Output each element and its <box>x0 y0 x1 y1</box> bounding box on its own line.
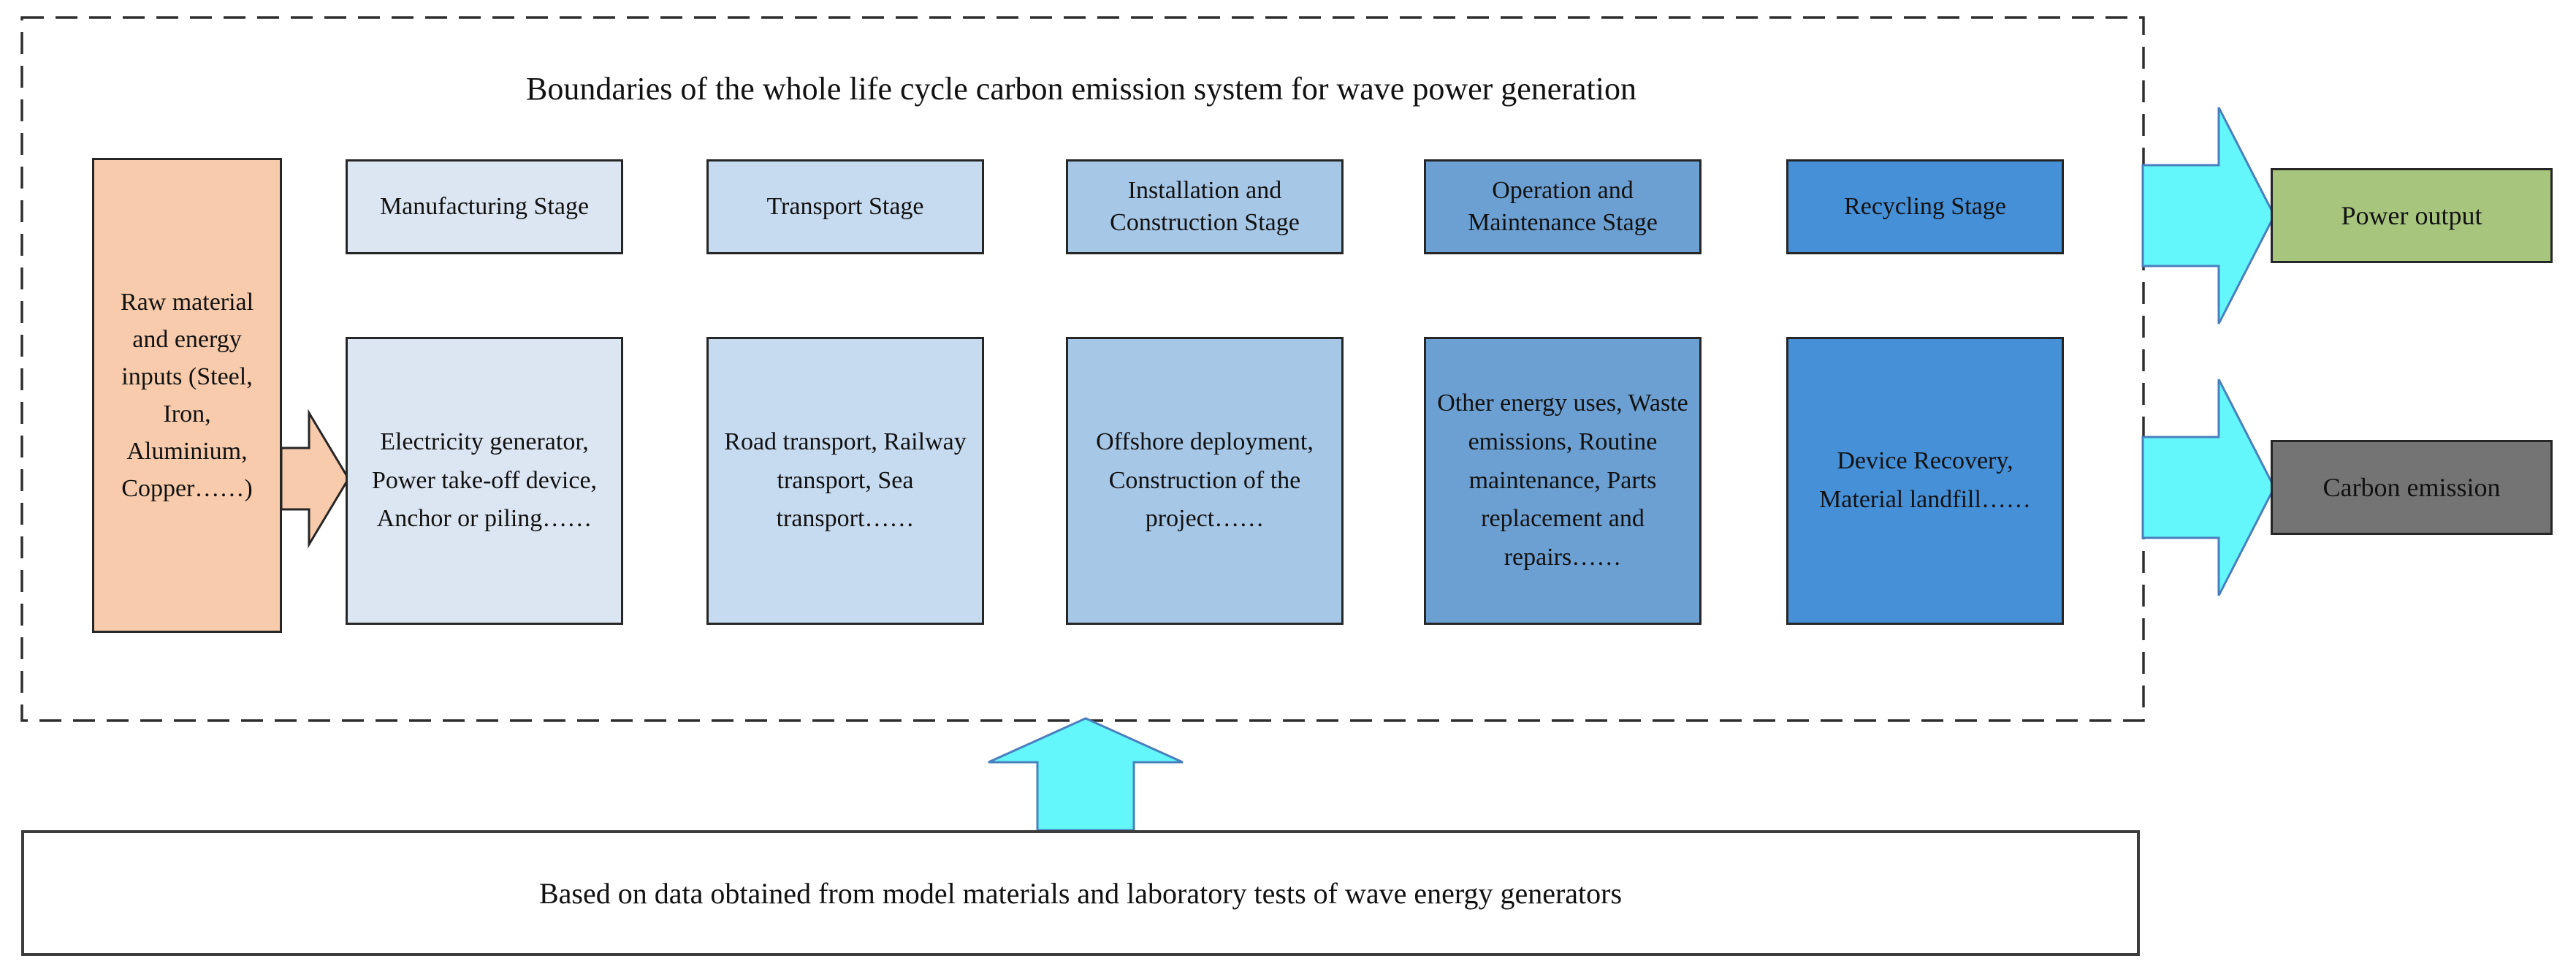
stage-items-text: Other energy uses, Waste emissions, Rout… <box>1437 390 1688 571</box>
carbon-emission-label: Carbon emission <box>2322 473 2501 502</box>
power-output-label: Power output <box>2341 201 2482 230</box>
stage-items-installation-construction: Offshore deployment, Construction of the… <box>1066 337 1344 625</box>
raw-input-flow-arrow-icon <box>280 409 350 549</box>
stage-header-installation-construction: Installation and Construction Stage <box>1066 159 1344 254</box>
stage-header-label: Transport Stage <box>766 192 924 220</box>
carbon-emission-arrow-icon <box>2141 379 2276 596</box>
data-source-note-text: Based on data obtained from model materi… <box>538 876 1623 910</box>
power-output-box: Power output <box>2271 168 2553 263</box>
boundary-title: Boundaries of the whole life cycle carbo… <box>526 71 1636 107</box>
stage-header-recycling: Recycling Stage <box>1786 159 2064 254</box>
data-source-arrow-icon <box>988 717 1184 832</box>
stage-header-label: Operation and Maintenance Stage <box>1468 176 1658 236</box>
data-source-note-box: Based on data obtained from model materi… <box>21 830 2140 956</box>
stage-header-manufacturing: Manufacturing Stage <box>346 159 623 254</box>
stage-items-text: Electricity generator, Power take-off de… <box>371 428 598 533</box>
stage-header-transport: Transport Stage <box>706 159 984 254</box>
stage-items-recycling: Device Recovery, Material landfill…… <box>1786 337 2064 625</box>
stage-header-operation-maintenance: Operation and Maintenance Stage <box>1424 159 1702 254</box>
stage-items-manufacturing: Electricity generator, Power take-off de… <box>346 337 623 625</box>
stage-header-label: Installation and Construction Stage <box>1110 176 1300 236</box>
carbon-emission-box: Carbon emission <box>2271 440 2553 535</box>
raw-material-input-text: Raw material and energy inputs (Steel, I… <box>120 289 254 502</box>
stage-items-text: Road transport, Railway transport, Sea t… <box>724 428 967 533</box>
stage-items-operation-maintenance: Other energy uses, Waste emissions, Rout… <box>1424 337 1702 625</box>
raw-material-input-box: Raw material and energy inputs (Steel, I… <box>92 158 282 633</box>
stage-header-label: Recycling Stage <box>1844 192 2006 220</box>
stage-items-text: Device Recovery, Material landfill…… <box>1819 447 2031 513</box>
stage-items-transport: Road transport, Railway transport, Sea t… <box>706 337 984 625</box>
power-output-arrow-icon <box>2141 107 2276 324</box>
stage-items-text: Offshore deployment, Construction of the… <box>1096 428 1314 533</box>
stage-header-label: Manufacturing Stage <box>379 192 590 220</box>
